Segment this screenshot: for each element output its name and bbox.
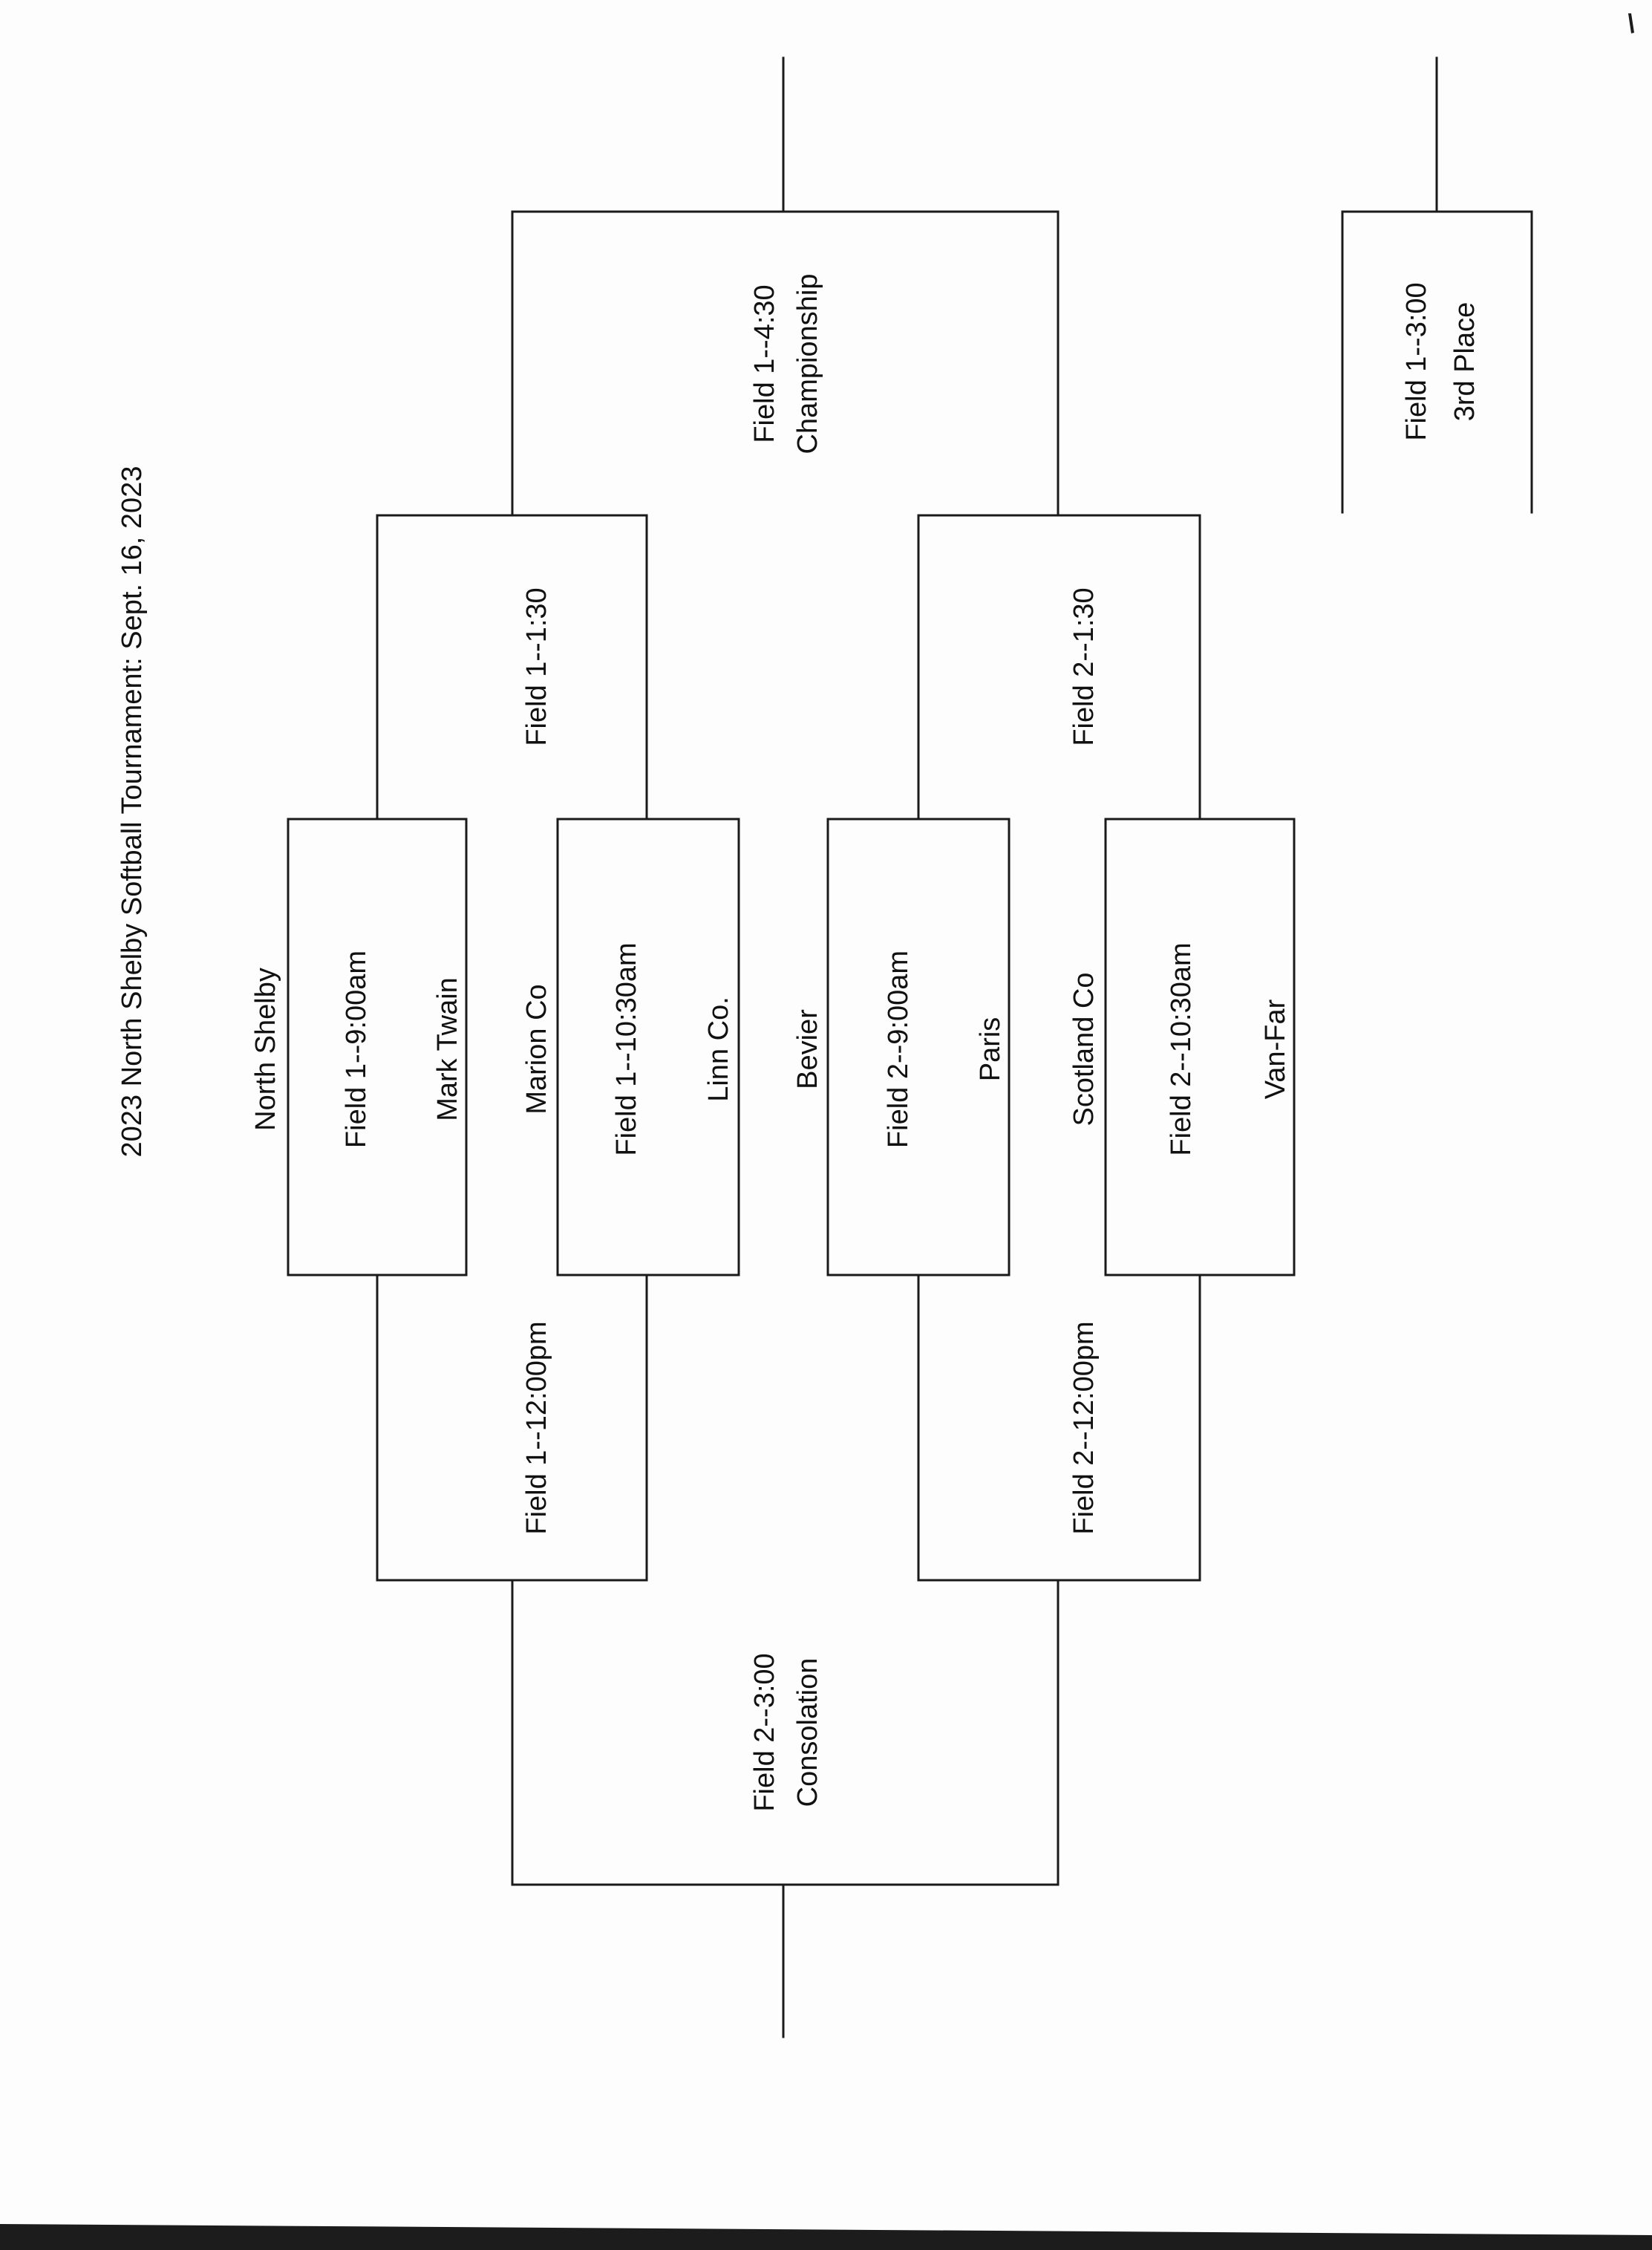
- game-label-field2-1030: Field 2--10:30am: [1166, 942, 1197, 1155]
- game-box-field1-1030: [556, 818, 740, 1276]
- championship-time: Field 1--4:30: [749, 284, 780, 443]
- championship-label: Championship: [792, 274, 823, 454]
- game-label-field1-1030: Field 1--10:30am: [611, 942, 642, 1155]
- winners-bracket-1: [376, 514, 648, 821]
- scan-edge-bottom: [0, 2224, 1652, 2250]
- consolation-time: Field 2--3:00: [749, 1653, 780, 1811]
- losers-bracket-2: [917, 1274, 1201, 1582]
- team-mark-twain: Mark Twain: [432, 977, 463, 1121]
- game-label-field2-130: Field 2--1:30: [1068, 587, 1100, 746]
- consolation-label: Consolation: [792, 1658, 823, 1807]
- third-place-time: Field 1--3:00: [1401, 282, 1432, 440]
- team-scotland-co: Scotland Co: [1068, 972, 1100, 1126]
- scan-mark-top-right: [1628, 13, 1634, 33]
- game-label-field1-1200pm: Field 1--12:00pm: [521, 1321, 552, 1534]
- tournament-title: 2023 North Shelby Softball Tournament: S…: [117, 466, 148, 1158]
- game-label-field2-900: Field 2--9:00am: [883, 950, 914, 1148]
- winners-bracket-2: [917, 514, 1201, 821]
- championship-bracket: [511, 210, 1060, 517]
- team-van-far: Van-Far: [1260, 999, 1291, 1099]
- consolation-bracket: [511, 1579, 1060, 1886]
- game-label-field2-1200pm: Field 2--12:00pm: [1068, 1321, 1100, 1534]
- team-marion-co: Marion Co: [521, 984, 552, 1114]
- losers-bracket-1: [376, 1274, 648, 1582]
- team-linn-co: Linn Co.: [703, 997, 734, 1102]
- third-place-label: 3rd Place: [1449, 302, 1480, 422]
- team-north-shelby: North Shelby: [250, 968, 281, 1131]
- team-bevier: Bevier: [792, 1009, 823, 1089]
- third-place-bracket: [1341, 210, 1533, 514]
- game-label-field1-130: Field 1--1:30: [521, 587, 552, 746]
- team-paris: Paris: [975, 1017, 1006, 1082]
- game-label-field1-900: Field 1--9:00am: [341, 950, 372, 1148]
